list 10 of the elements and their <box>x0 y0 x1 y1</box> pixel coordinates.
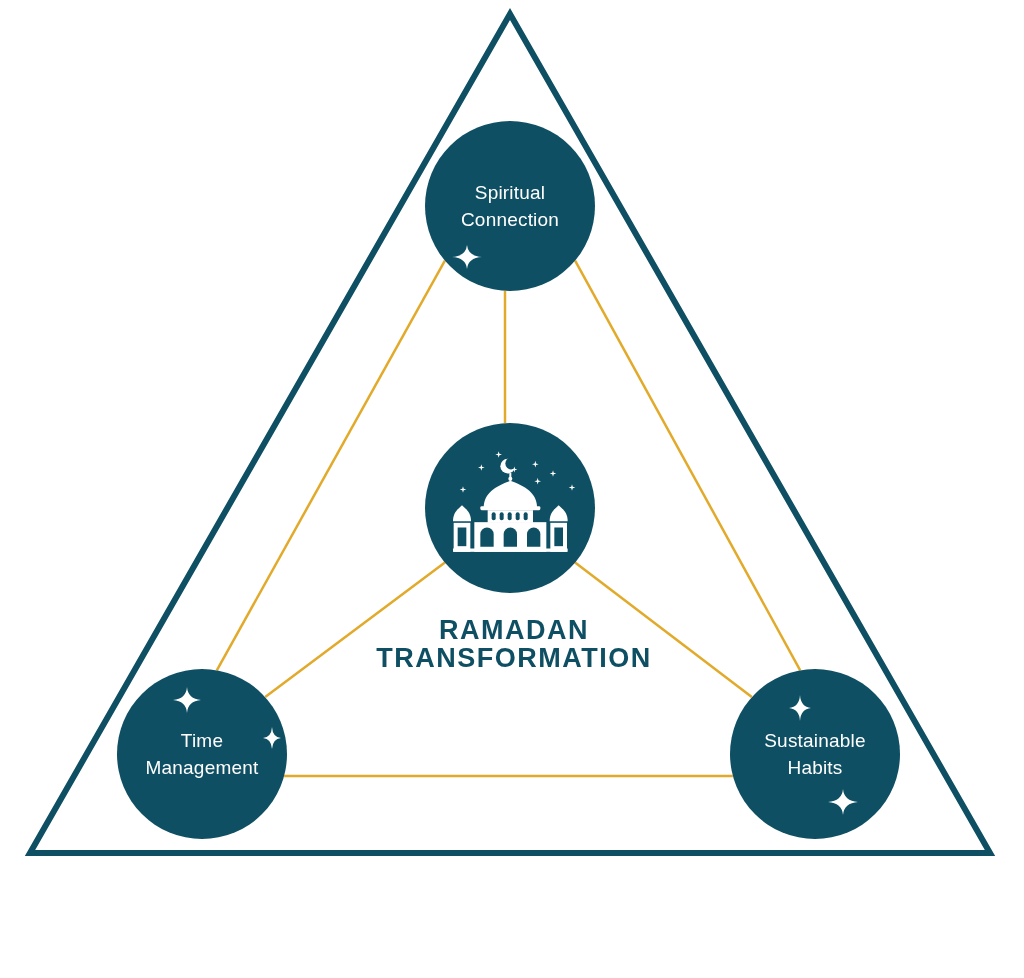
connector-line <box>574 561 753 699</box>
topic-label: Sustainable Habits <box>763 729 867 780</box>
topic-label: Spiritual Connection <box>459 181 561 232</box>
connector-line <box>503 290 507 424</box>
connector-line <box>574 260 802 671</box>
connector-line <box>284 774 733 778</box>
hub-caption: RAMADAN TRANSFORMATION <box>375 616 653 672</box>
connector-line <box>215 260 446 671</box>
topic-label: Time Management <box>144 729 260 780</box>
connector-line <box>264 561 446 699</box>
